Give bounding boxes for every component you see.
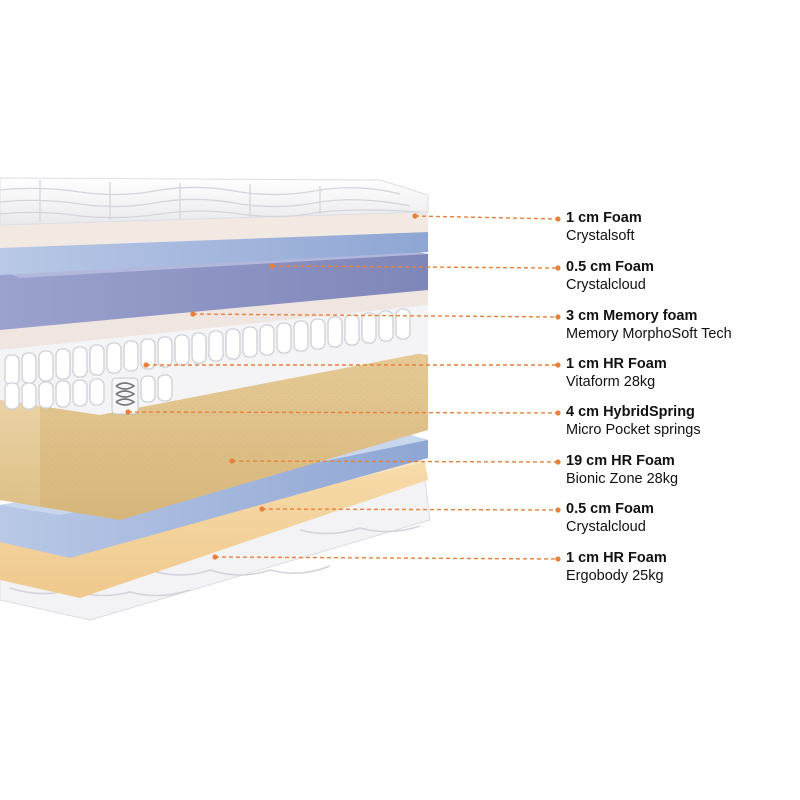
leader-start-dot-ergobody — [212, 554, 218, 560]
leader-line-crystalsoft — [414, 215, 559, 220]
layer-title: 0.5 cm Foam — [566, 259, 654, 275]
leader-start-dot-crystalcloud2 — [259, 506, 265, 512]
leader-line-hybridspring — [127, 411, 559, 414]
leader-end-dot-ergobody — [555, 556, 561, 562]
layer-subtitle: Micro Pocket springs — [566, 422, 701, 438]
leader-end-dot-crystalsoft — [555, 216, 561, 222]
leader-end-dot-hr-vitaform — [555, 362, 561, 368]
leader-end-dot-crystalcloud2 — [555, 507, 561, 513]
leader-start-dot-hr-vitaform — [143, 362, 149, 368]
leader-start-dot-crystalcloud — [269, 263, 275, 269]
layer-title: 1 cm HR Foam — [566, 356, 667, 372]
spring-coils-front — [4, 374, 173, 410]
layer-subtitle: Bionic Zone 28kg — [566, 471, 679, 487]
leader-line-memory — [192, 313, 559, 318]
layer-subtitle: Ergobody 25kg — [566, 568, 664, 584]
layer-title: 0.5 cm Foam — [566, 501, 654, 517]
layer-subtitle: Crystalcloud — [566, 519, 646, 535]
layer-title: 1 cm Foam — [566, 210, 642, 226]
leader-line-crystalcloud2 — [261, 508, 559, 511]
leader-line-crystalcloud — [271, 265, 559, 269]
layer-title: 19 cm HR Foam — [566, 453, 675, 469]
leader-start-dot-memory — [190, 311, 196, 317]
leader-end-dot-memory — [555, 314, 561, 320]
exposed-spring-icon — [111, 377, 139, 415]
layer-subtitle: Vitaform 28kg — [566, 374, 656, 390]
layer-subtitle: Memory MorphoSoft Tech — [566, 326, 732, 342]
leader-lines — [125, 213, 561, 562]
leader-line-ergobody — [214, 556, 559, 560]
leader-start-dot-hybridspring — [125, 409, 131, 415]
top-quilt-cover — [0, 177, 429, 226]
layer-subtitle: Crystalcloud — [566, 277, 646, 293]
leader-end-dot-hybridspring — [555, 410, 561, 416]
leader-start-dot-crystalsoft — [412, 213, 418, 219]
leader-start-dot-bionic — [229, 458, 235, 464]
layer-subtitle: Crystalsoft — [566, 228, 635, 244]
layer-title: 3 cm Memory foam — [566, 308, 698, 324]
spring-coils-row — [4, 308, 411, 386]
layer-title: 1 cm HR Foam — [566, 550, 667, 566]
leader-line-bionic — [231, 460, 559, 463]
leader-end-dot-bionic — [555, 459, 561, 465]
leader-end-dot-crystalcloud — [555, 265, 561, 271]
layer-hybridspring — [0, 300, 428, 415]
layer-title: 4 cm HybridSpring — [566, 404, 695, 420]
